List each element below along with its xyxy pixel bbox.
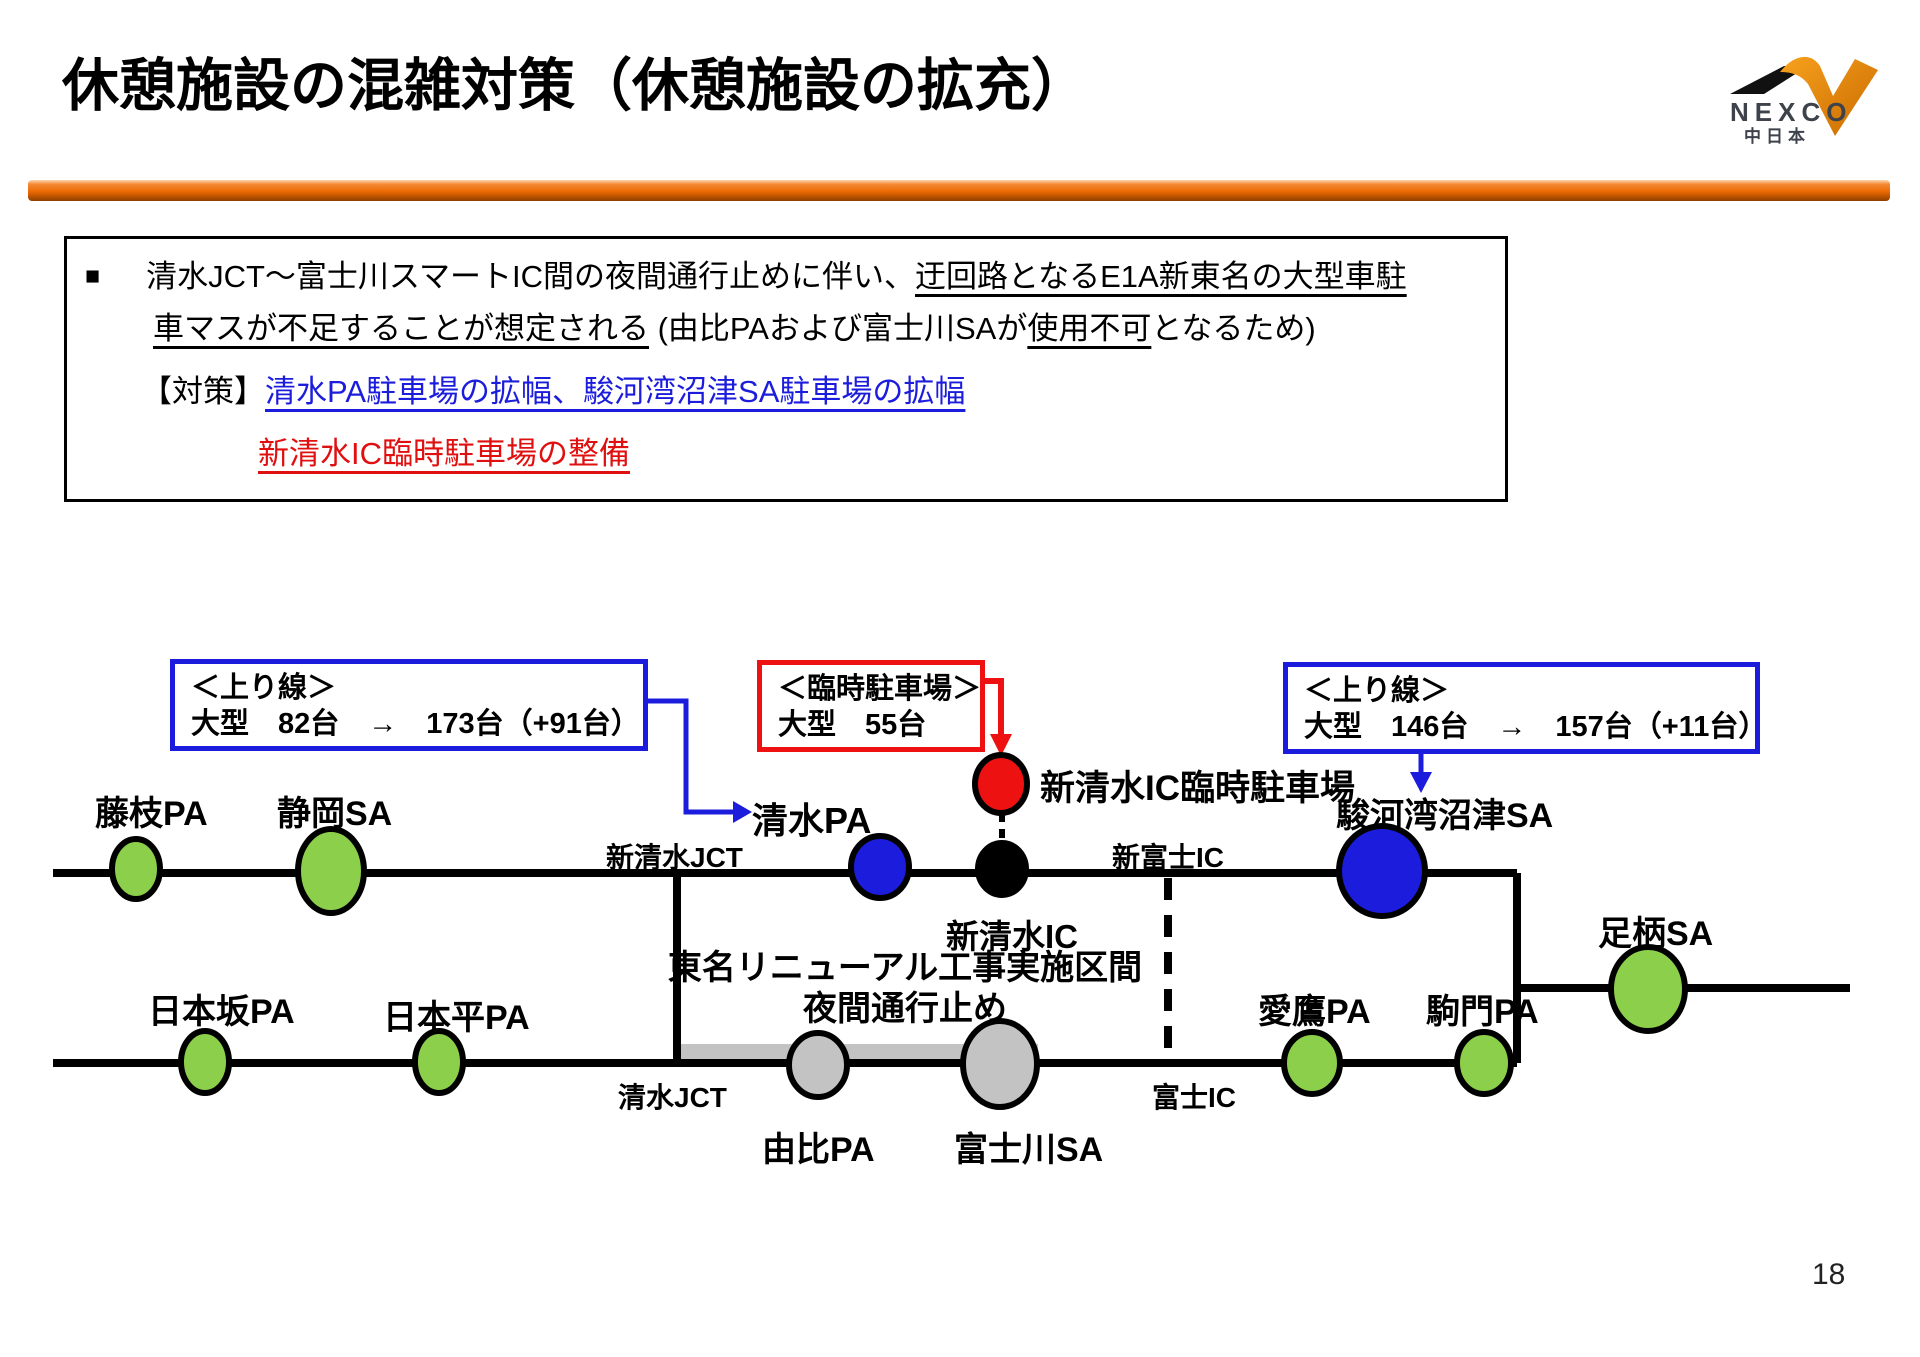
label-ashigara-sa: 足柄SA bbox=[1598, 915, 1714, 953]
label-shimizu-pa: 清水PA bbox=[752, 800, 872, 841]
notice-line-1: ■ 清水JCT～富士川スマートIC間の夜間通行止めに伴い、迂回路となるE1A新東名… bbox=[85, 251, 1407, 296]
node-fujikawa-sa bbox=[960, 1018, 1040, 1110]
notice-text-underlined: 車マスが不足することが想定される bbox=[153, 311, 649, 346]
temp-callout-arrowhead bbox=[990, 734, 1012, 756]
notice-line-2: 車マスが不足することが想定される (由比PAおよび富士川SAが使用不可となるため… bbox=[153, 303, 1316, 348]
measure-blue-text: 清水PA駐車場の拡幅、駿河湾沼津SA駐車場の拡幅 bbox=[265, 374, 966, 409]
label-komakado-pa: 駒門PA bbox=[1426, 993, 1539, 1031]
notice-text-underlined: 迂回路となるE1A新東名の大型車駐 bbox=[915, 259, 1407, 294]
label-fujikawa-sa: 富士川SA bbox=[954, 1131, 1104, 1169]
logo-road-shape bbox=[1730, 66, 1808, 94]
label-temp-parking: 新清水IC臨時駐車場 bbox=[1040, 769, 1356, 808]
label-ashitaka-pa: 愛鷹PA bbox=[1258, 993, 1371, 1031]
notice-text-underlined: 使用不可 bbox=[1027, 311, 1152, 346]
label-nihondaira-pa: 日本平PA bbox=[383, 999, 530, 1037]
callout-temp-parking: ＜臨時駐車場＞ 大型 55台 bbox=[757, 660, 985, 752]
label-suruga-sa: 駿河湾沼津SA bbox=[1336, 797, 1554, 835]
node-nihondaira-pa bbox=[412, 1028, 466, 1096]
construction-line-2: 夜間通行止め bbox=[803, 990, 1007, 1028]
callout-shimizu-pa: ＜上り線＞ 大型 82台 → 173台（+91台） bbox=[170, 659, 648, 751]
measure-line-blue: 【対策】清水PA駐車場の拡幅、駿河湾沼津SA駐車場の拡幅 bbox=[141, 366, 965, 411]
measure-label: 【対策】 bbox=[141, 374, 265, 409]
notice-text: 清水JCT～富士川スマートIC間の夜間通行止めに伴い、 bbox=[146, 259, 916, 294]
notice-text: となるため) bbox=[1151, 311, 1316, 346]
shimizu-callout-arrowhead bbox=[733, 801, 752, 823]
accent-bar bbox=[28, 180, 1890, 201]
bullet-square: ■ bbox=[85, 262, 101, 290]
highway-lines bbox=[53, 869, 1850, 1067]
construction-note: 東名リニューアル工事実施区間 夜間通行止め bbox=[660, 948, 1150, 1030]
callout-suruga-sa: ＜上り線＞ 大型 146台 → 157台（+11台） bbox=[1283, 662, 1768, 754]
page-number: 18 bbox=[1812, 1258, 1846, 1291]
label-nihonzaka-pa: 日本坂PA bbox=[148, 993, 295, 1031]
node-ashitaka-pa bbox=[1281, 1029, 1343, 1097]
callout-title: ＜上り線＞ bbox=[1304, 675, 1450, 707]
label-fujieda-pa: 藤枝PA bbox=[95, 795, 208, 833]
label-shimizu-jct: 清水JCT bbox=[618, 1082, 727, 1113]
label-shin-shimizu-jct: 新清水JCT bbox=[606, 842, 743, 873]
closure-band bbox=[680, 1044, 1038, 1059]
node-fujieda-pa bbox=[109, 836, 163, 902]
callout-title: ＜臨時駐車場＞ bbox=[778, 673, 982, 705]
node-yui-pa bbox=[786, 1030, 850, 1100]
node-shin-shimizu-ic bbox=[975, 840, 1029, 898]
logo-sub: 中日本 bbox=[1744, 126, 1810, 146]
measure-red-text: 新清水IC臨時駐車場の整備 bbox=[258, 436, 630, 471]
node-shizuoka-sa bbox=[295, 826, 367, 916]
label-shin-shimizu-ic: 新清水IC bbox=[946, 918, 1078, 955]
suruga-callout-arrowhead bbox=[1410, 772, 1432, 793]
construction-line-1: 東名リニューアル工事実施区間 bbox=[667, 949, 1143, 987]
notice-text: (由比PAおよび富士川SAが bbox=[649, 311, 1028, 346]
callout-value: 大型 82台 → 173台（+91台） bbox=[191, 708, 640, 740]
node-komakado-pa bbox=[1454, 1029, 1514, 1097]
node-suruga-sa bbox=[1336, 823, 1428, 919]
callout-value: 大型 55台 bbox=[778, 709, 927, 741]
shimizu-callout-arrow bbox=[640, 698, 733, 815]
node-nihonzaka-pa bbox=[178, 1028, 232, 1096]
measure-line-red: 新清水IC臨時駐車場の整備 bbox=[258, 428, 630, 473]
label-yui-pa: 由比PA bbox=[762, 1131, 875, 1169]
node-shimizu-pa bbox=[848, 833, 912, 901]
callout-title: ＜上り線＞ bbox=[191, 672, 337, 704]
logo-ribbon-shape bbox=[1780, 56, 1878, 136]
label-fuji-ic: 富士IC bbox=[1152, 1082, 1237, 1113]
label-shin-fuji-ic: 新富士IC bbox=[1112, 842, 1225, 873]
logo-name: NEXCO bbox=[1730, 97, 1852, 127]
nexco-logo: NEXCO 中日本 bbox=[1730, 56, 1878, 146]
node-ashigara-sa bbox=[1608, 944, 1688, 1034]
callout-value: 大型 146台 → 157台（+11台） bbox=[1304, 711, 1768, 743]
label-shizuoka-sa: 静岡SA bbox=[277, 795, 393, 833]
node-temp-parking bbox=[972, 752, 1030, 816]
page-title: 休憩施設の混雑対策（休憩施設の拡充） bbox=[62, 54, 1088, 118]
notice-box: ■ 清水JCT～富士川スマートIC間の夜間通行止めに伴い、迂回路となるE1A新東名… bbox=[64, 236, 1508, 502]
